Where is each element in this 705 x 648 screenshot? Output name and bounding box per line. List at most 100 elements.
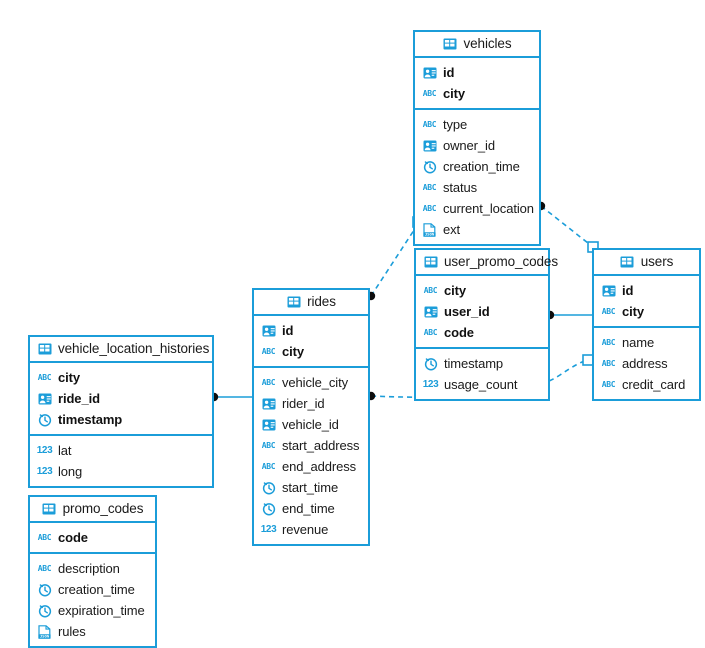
column-field-rides-rider_id[interactable]: rider_id bbox=[254, 393, 368, 414]
relationship-user_promo_codes-users[interactable] bbox=[545, 310, 592, 320]
field-name: credit_card bbox=[622, 377, 686, 392]
primary-key-field-vehicles-id[interactable]: id bbox=[415, 62, 539, 83]
column-field-rides-vehicle_id[interactable]: vehicle_id bbox=[254, 414, 368, 435]
primary-key-field-user_promo_codes-user_id[interactable]: user_id bbox=[416, 301, 548, 322]
column-field-vehicle_location_histories-long[interactable]: 123 long bbox=[30, 461, 212, 482]
field-name: type bbox=[443, 117, 468, 132]
field-name: ride_id bbox=[58, 391, 100, 406]
primary-key-field-users-id[interactable]: id bbox=[594, 280, 699, 301]
primary-key-field-promo_codes-code[interactable]: ABC code bbox=[30, 527, 155, 548]
field-name: description bbox=[58, 561, 120, 576]
table-header-rides[interactable]: rides bbox=[254, 290, 368, 316]
id-badge-icon bbox=[37, 392, 52, 406]
column-field-vehicles-creation_time[interactable]: creation_time bbox=[415, 156, 539, 177]
field-name: current_location bbox=[443, 201, 534, 216]
field-name: city bbox=[282, 344, 305, 359]
primary-key-field-vehicle_location_histories-timestamp[interactable]: timestamp bbox=[30, 409, 212, 430]
table-header-vehicle_location_histories[interactable]: vehicle_location_histories bbox=[30, 337, 212, 363]
abc-text-icon: ABC bbox=[422, 203, 437, 213]
clock-icon bbox=[37, 604, 52, 618]
clock-icon bbox=[37, 413, 52, 427]
field-name: id bbox=[443, 65, 455, 80]
abc-text-icon: ABC bbox=[422, 88, 437, 98]
field-name: start_time bbox=[282, 480, 339, 495]
table-title: promo_codes bbox=[62, 501, 144, 516]
abc-text-icon: ABC bbox=[423, 327, 438, 337]
column-field-vehicles-owner_id[interactable]: owner_id bbox=[415, 135, 539, 156]
field-name: long bbox=[58, 464, 83, 479]
field-name: city bbox=[443, 86, 466, 101]
relationship-vehicles-users[interactable] bbox=[536, 201, 599, 253]
relationship-line bbox=[540, 205, 594, 248]
table-header-user_promo_codes[interactable]: user_promo_codes bbox=[416, 250, 558, 276]
table-title: rides bbox=[307, 294, 336, 309]
123-number-icon: 123 bbox=[422, 378, 439, 390]
field-name: timestamp bbox=[58, 412, 123, 427]
id-badge-icon bbox=[261, 418, 276, 432]
123-number-icon: 123 bbox=[36, 465, 53, 477]
column-field-user_promo_codes-timestamp[interactable]: timestamp bbox=[416, 353, 548, 374]
abc-text-icon: ABC bbox=[261, 440, 276, 450]
field-name: code bbox=[58, 530, 88, 545]
table-header-vehicles[interactable]: vehicles bbox=[415, 32, 539, 58]
table-title: vehicle_location_histories bbox=[58, 341, 210, 356]
table-title: users bbox=[640, 254, 674, 269]
table-grid-icon bbox=[423, 255, 438, 269]
primary-key-field-vehicle_location_histories-ride_id[interactable]: ride_id bbox=[30, 388, 212, 409]
abc-text-icon: ABC bbox=[601, 337, 616, 347]
table-header-promo_codes[interactable]: promo_codes bbox=[30, 497, 155, 523]
relationship-vehicle_location_histories-rides[interactable] bbox=[209, 392, 252, 402]
column-field-rides-start_time[interactable]: start_time bbox=[254, 477, 368, 498]
field-name: address bbox=[622, 356, 668, 371]
primary-key-field-vehicles-city[interactable]: ABC city bbox=[415, 83, 539, 104]
column-field-vehicles-current_location[interactable]: ABC current_location bbox=[415, 198, 539, 219]
column-field-users-address[interactable]: ABC address bbox=[594, 353, 699, 374]
table-header-users[interactable]: users bbox=[594, 250, 699, 276]
column-field-promo_codes-expiration_time[interactable]: expiration_time bbox=[30, 600, 155, 621]
field-name: vehicle_city bbox=[282, 375, 348, 390]
id-badge-icon bbox=[423, 305, 438, 319]
abc-text-icon: ABC bbox=[601, 358, 616, 368]
field-name: creation_time bbox=[58, 582, 135, 597]
relationship-line bbox=[370, 223, 419, 297]
field-name: rider_id bbox=[282, 396, 325, 411]
primary-key-field-rides-city[interactable]: ABC city bbox=[254, 341, 368, 362]
column-field-rides-end_time[interactable]: end_time bbox=[254, 498, 368, 519]
field-name: revenue bbox=[282, 522, 329, 537]
abc-text-icon: ABC bbox=[261, 346, 276, 356]
primary-key-field-rides-id[interactable]: id bbox=[254, 320, 368, 341]
abc-text-icon: ABC bbox=[37, 532, 52, 542]
column-field-promo_codes-creation_time[interactable]: creation_time bbox=[30, 579, 155, 600]
field-name: lat bbox=[58, 443, 72, 458]
field-name: owner_id bbox=[443, 138, 495, 153]
